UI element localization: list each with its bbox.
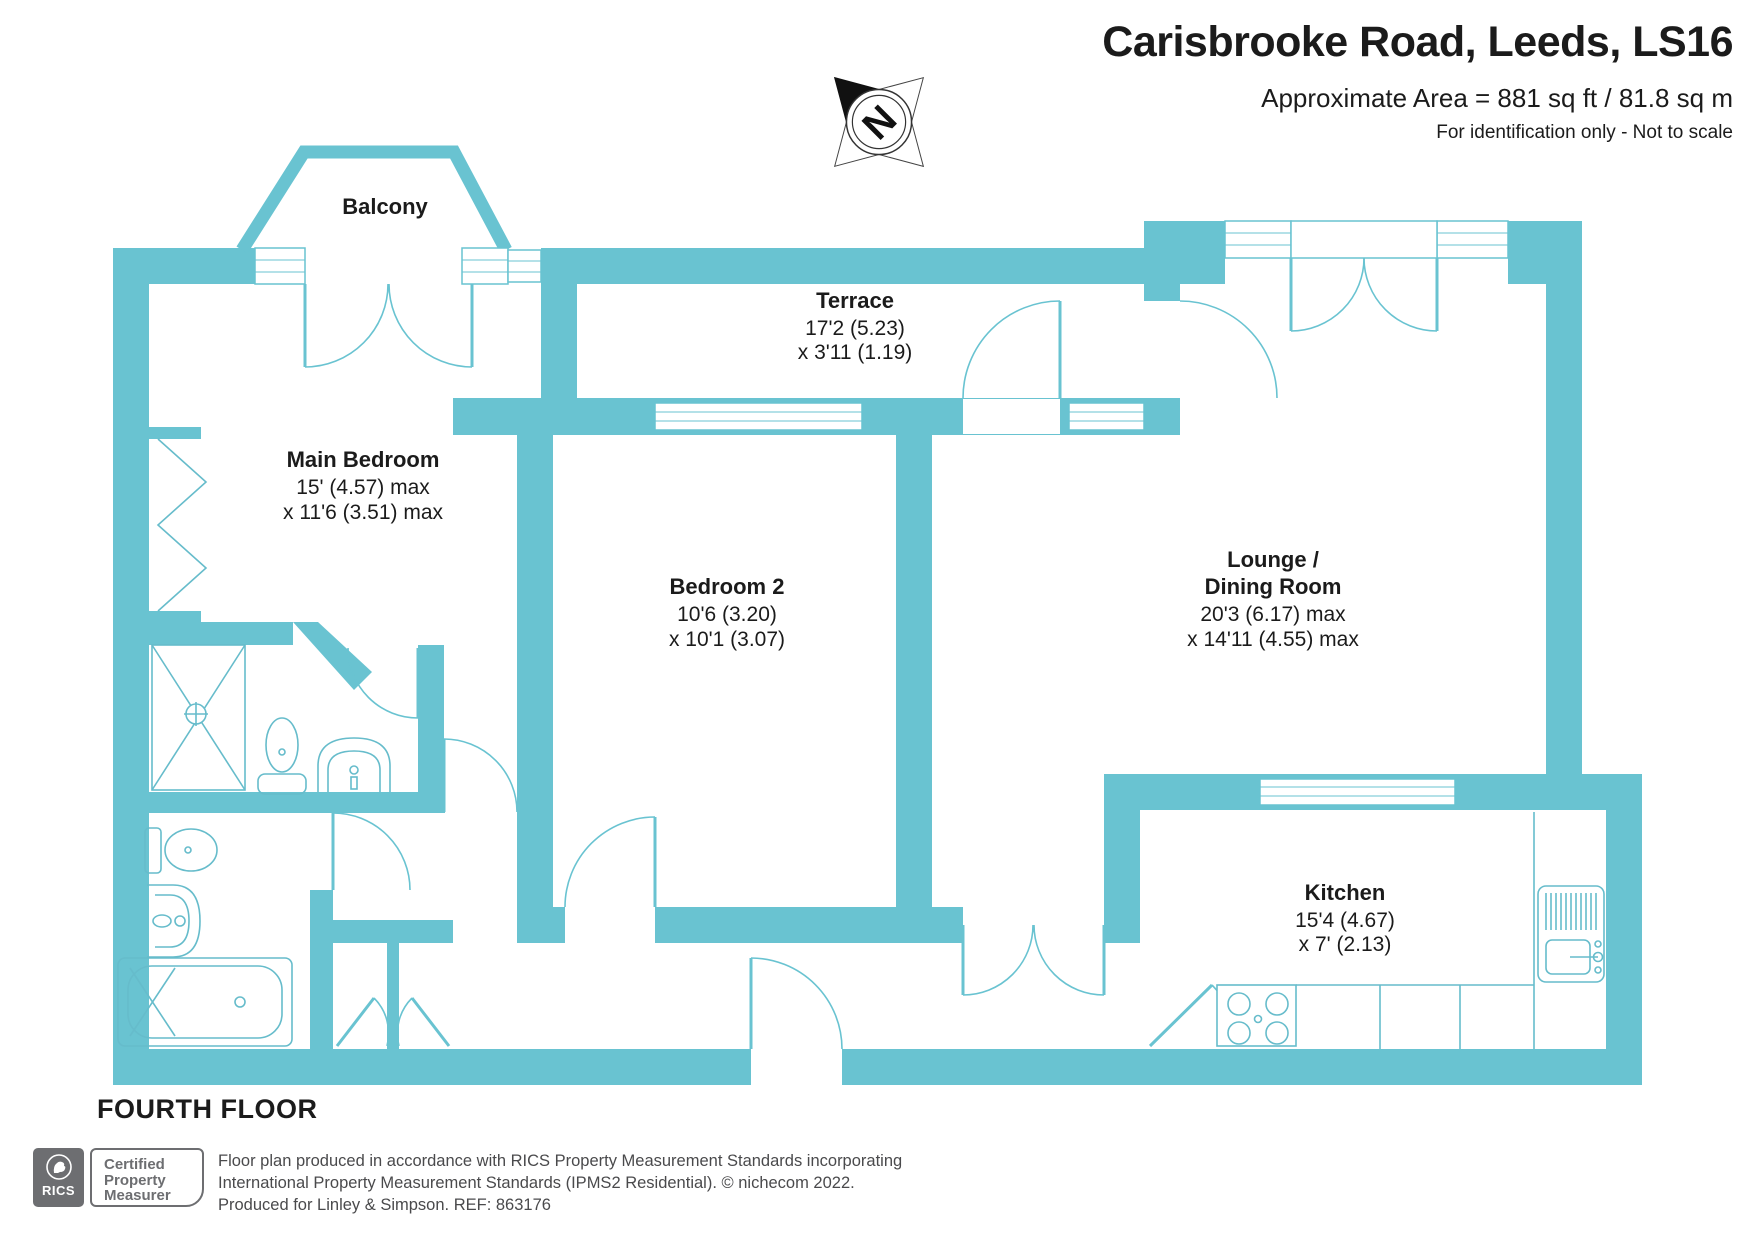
fixtures [117, 438, 1605, 1049]
room-dim: x 7' (2.13) [1299, 933, 1392, 956]
room-dim: x 3'11 (1.19) [798, 341, 913, 364]
area-text: Approximate Area = 881 sq ft / 81.8 sq m [1261, 83, 1733, 113]
lounge-window-left [1224, 220, 1292, 259]
room-labels: Balcony Terrace 17'2 (5.23) x 3'11 (1.19… [283, 194, 1395, 956]
footer-line: International Property Measurement Stand… [218, 1174, 855, 1192]
entrance-door [749, 957, 843, 1050]
main-bedroom-door [442, 738, 518, 813]
lounge-door-threshold [1290, 220, 1438, 259]
compass-rose-icon: N [833, 76, 925, 168]
room-label-lounge: Lounge / [1227, 547, 1319, 572]
footer-line: Floor plan produced in accordance with R… [218, 1152, 903, 1170]
terrace-window-2 [1068, 402, 1145, 431]
terrace-lounge-door [1179, 300, 1278, 399]
footer-disclaimer: Floor plan produced in accordance with R… [218, 1148, 902, 1216]
bathroom-top-wall [113, 792, 445, 813]
disclaimer-text: For identification only - Not to scale [1436, 122, 1733, 143]
bathtub-icon [117, 957, 293, 1047]
terrace-window-1 [654, 402, 863, 431]
room-dim: 20'3 (6.17) max [1200, 603, 1346, 626]
bathroom-door [331, 812, 411, 891]
shower-tray-icon [151, 644, 246, 791]
room-label-bedroom-2: Bedroom 2 [670, 574, 785, 599]
room-dim: x 11'6 (3.51) max [283, 501, 444, 524]
floor-label: FOURTH FLOOR [97, 1094, 318, 1124]
rics-lion-icon [45, 1154, 72, 1180]
page-title: Carisbrooke Road, Leeds, LS16 [1102, 18, 1733, 66]
ensuite-top-wall [113, 622, 293, 645]
kitchen-window [1259, 778, 1456, 806]
bathroom-basin-icon [147, 884, 201, 958]
hallway-double-doors [961, 924, 1106, 996]
ensuite-door [347, 647, 420, 719]
closet-doors [335, 997, 451, 1047]
badge-line: Certified [104, 1156, 165, 1173]
room-dim: 17'2 (5.23) [805, 317, 905, 340]
sink-icon [1537, 885, 1605, 983]
wardrobe-zigzag-icon [156, 438, 208, 612]
room-dim: x 10'1 (3.07) [669, 628, 785, 651]
kitchen-counter [1296, 812, 1535, 1049]
header: Carisbrooke Road, Leeds, LS16 Approximat… [1102, 18, 1733, 144]
room-dim: 15'4 (4.67) [1295, 909, 1395, 932]
certified-property-measurer-badge: Certified Property Measurer [90, 1148, 204, 1207]
balcony-french-doors [303, 283, 474, 368]
badge-line: Property [104, 1171, 166, 1189]
main-bedroom-window [507, 249, 542, 283]
bathroom-toilet-icon [144, 827, 218, 874]
ensuite-toilet-icon [257, 717, 307, 795]
room-label-balcony: Balcony [342, 194, 428, 219]
room-label-main-bedroom: Main Bedroom [287, 447, 440, 472]
rics-wordmark: RICS [41, 1183, 76, 1198]
ensuite-basin-icon [317, 737, 391, 792]
terrace-door [962, 300, 1062, 399]
bedroom-2-door [564, 816, 657, 908]
room-dim: 10'6 (3.20) [677, 603, 777, 626]
hob-icon [1216, 984, 1297, 1047]
closet-divider-wall [387, 943, 399, 1049]
balcony-wall [236, 145, 512, 254]
lounge-window-right [1436, 220, 1509, 259]
wardrobe-stub-top [149, 427, 201, 439]
room-label-lounge-2: Dining Room [1205, 574, 1342, 599]
ensuite-diagonal-wall [293, 622, 372, 690]
room-label-terrace: Terrace [816, 288, 894, 313]
footer-line: Produced for Linley & Simpson. REF: 8631… [218, 1196, 551, 1214]
wardrobe-stub-bottom [149, 611, 201, 623]
room-dim: x 14'11 (4.55) max [1187, 628, 1359, 651]
badge-line: Measurer [104, 1187, 171, 1204]
rics-logo: RICS [33, 1148, 84, 1207]
closet-top-wall [333, 920, 453, 943]
doors [303, 257, 1439, 1050]
windows [254, 220, 1509, 806]
room-label-kitchen: Kitchen [1305, 880, 1386, 905]
room-dim: 15' (4.57) max [296, 476, 430, 499]
lounge-french-doors [1289, 257, 1439, 332]
balcony-window-right [461, 247, 509, 285]
footer: RICS Certified Property Measurer Floor p… [33, 1148, 902, 1216]
balcony-window-left [254, 247, 306, 285]
terrace-door-gap [963, 399, 1060, 434]
